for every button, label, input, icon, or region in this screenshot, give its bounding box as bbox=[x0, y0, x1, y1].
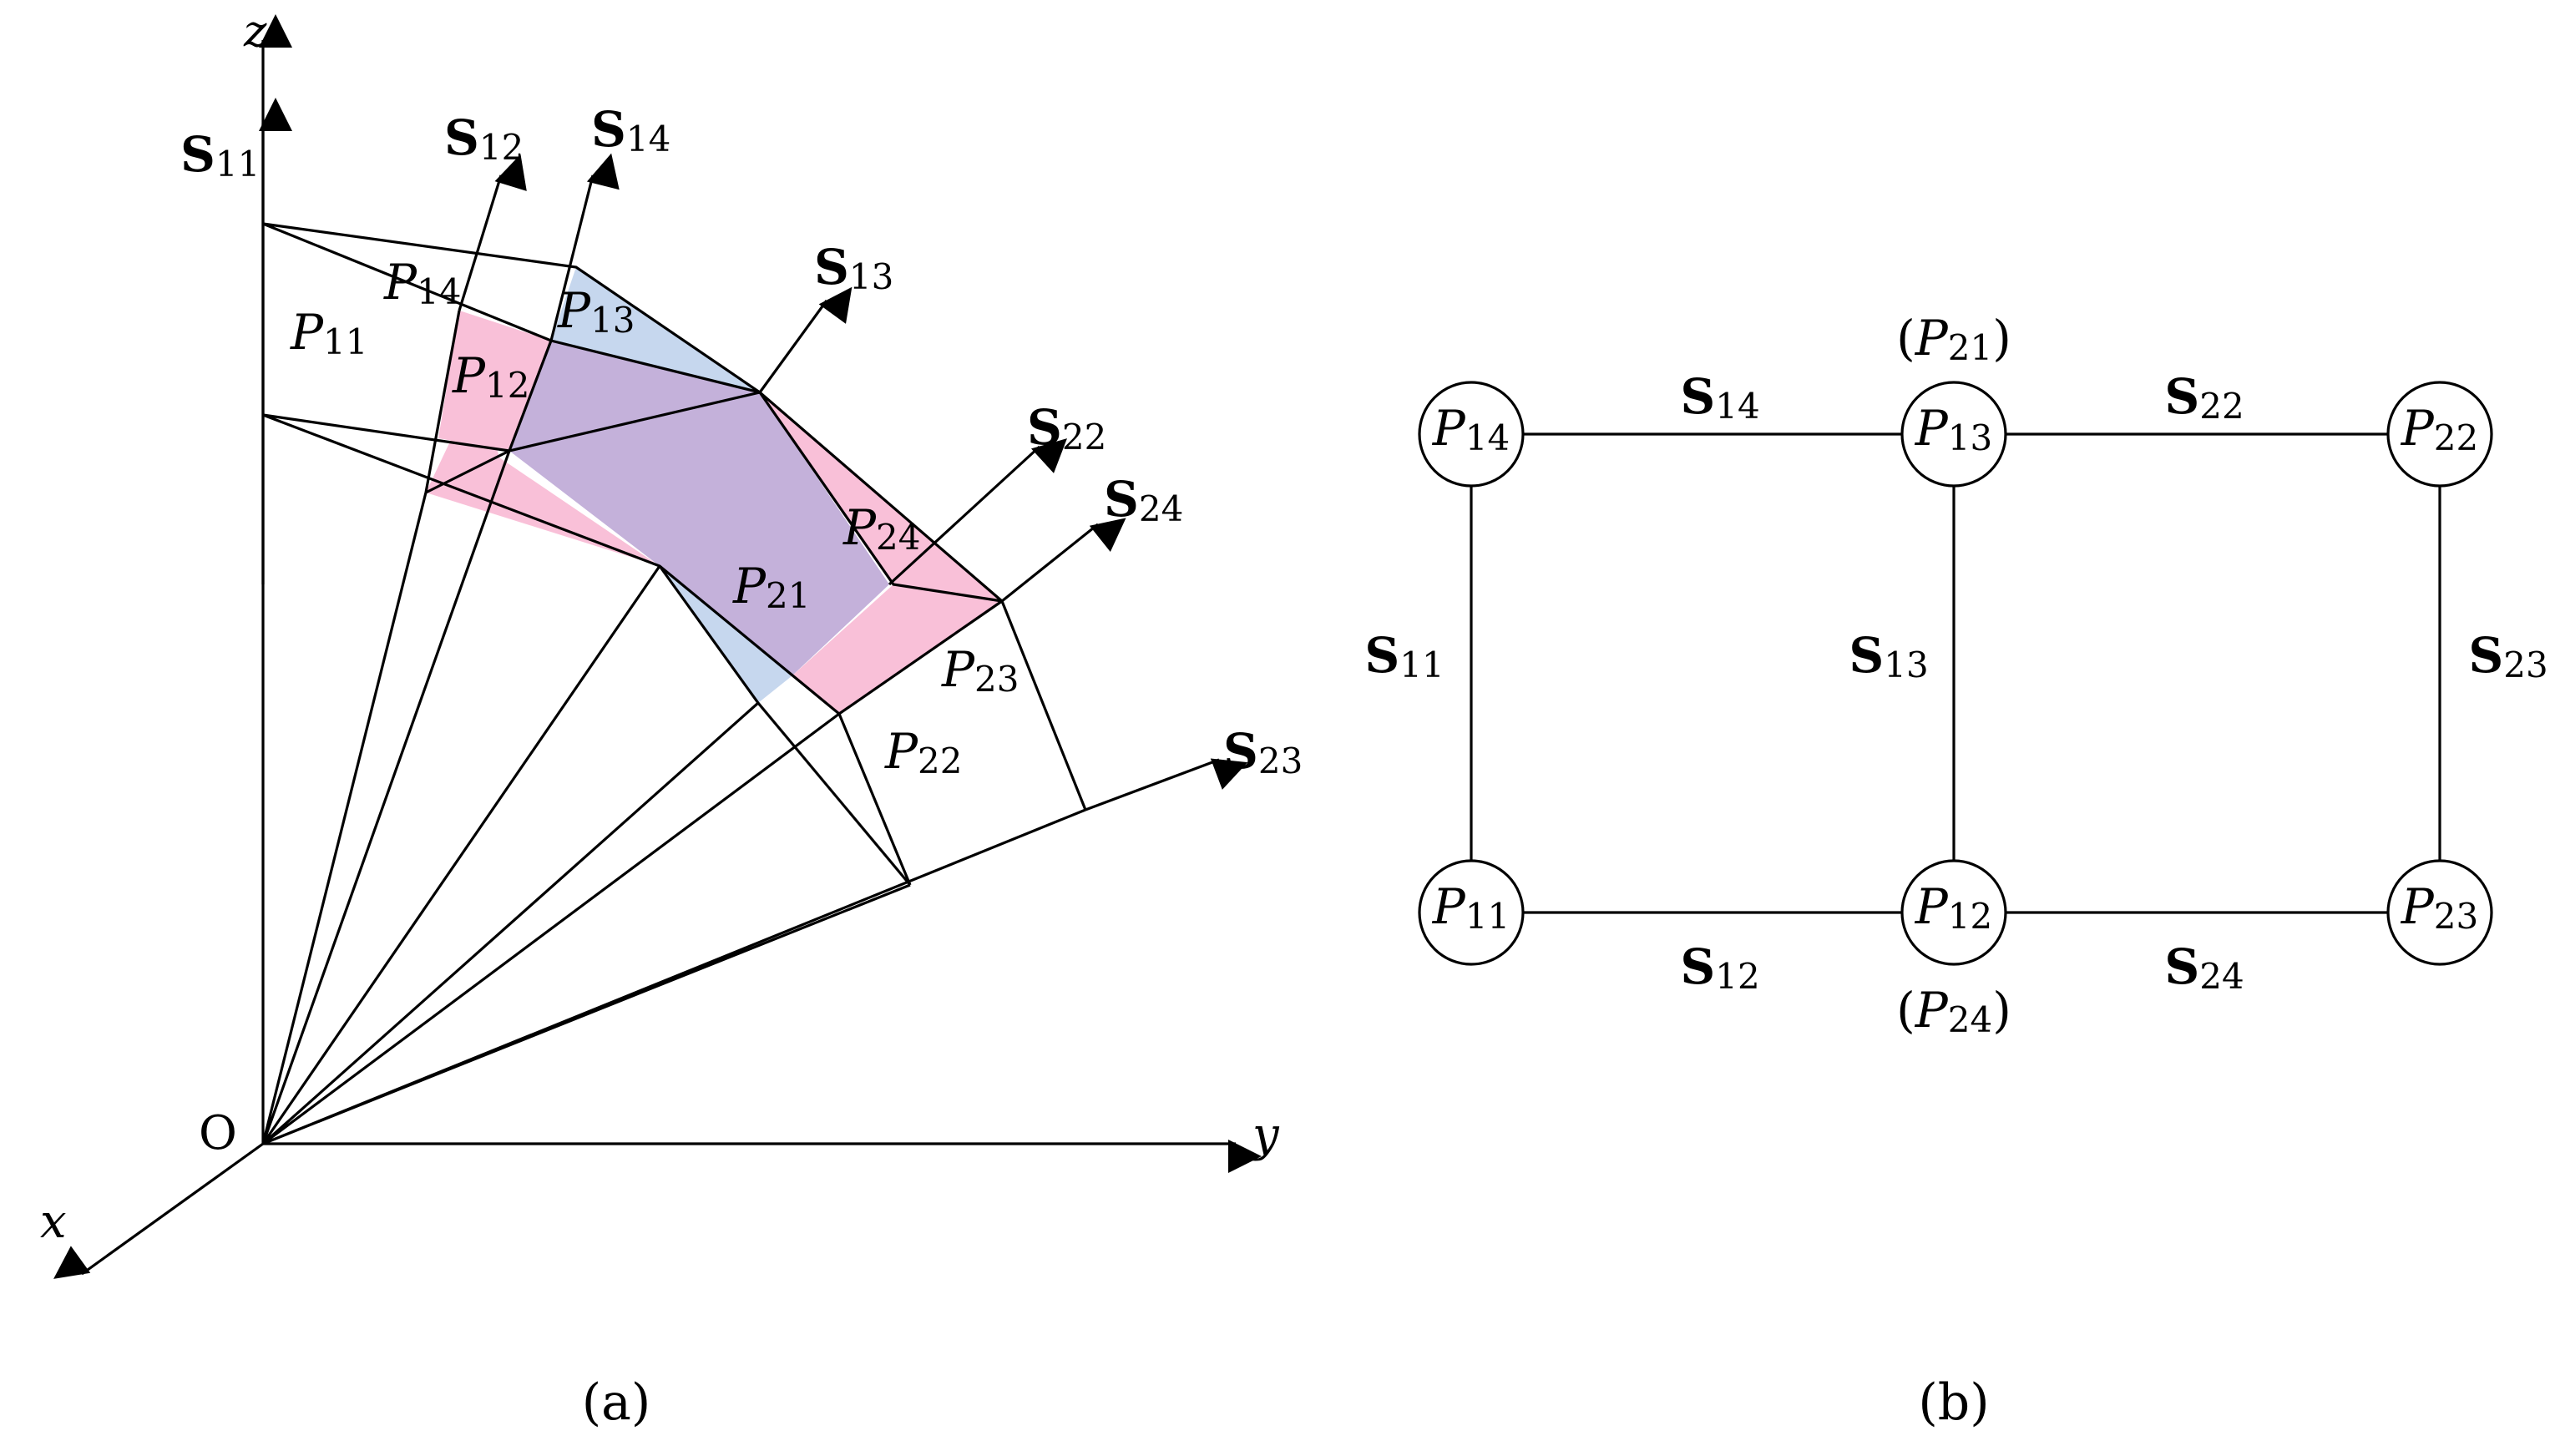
node-p22: P22 bbox=[2386, 381, 2493, 488]
svg-text:P12: P12 bbox=[1915, 878, 1992, 937]
pink-region-right bbox=[760, 392, 1002, 714]
node-p23: P23 bbox=[2386, 859, 2493, 966]
x-axis-label: x bbox=[40, 1195, 67, 1249]
edge-s12-label: S12 bbox=[1680, 938, 1759, 997]
edge-s23-label: S23 bbox=[2468, 627, 2547, 685]
origin-rays bbox=[261, 450, 1086, 1145]
panel-a-diagram: z y x O S11 S12 S14 S13 S22 S24 S23 P11 … bbox=[40, 7, 1303, 1432]
node-p12-alt-label: (P24) bbox=[1896, 982, 2011, 1040]
node-p11: P11 bbox=[1418, 859, 1525, 966]
s13-arrow bbox=[758, 286, 853, 393]
node-p14: P14 bbox=[1418, 381, 1525, 488]
caption-b: (b) bbox=[1918, 1373, 1989, 1432]
edge-s14-label: S14 bbox=[1680, 368, 1759, 427]
graph-edges bbox=[1470, 432, 2441, 914]
pink-region-left bbox=[426, 311, 660, 566]
origin-label: O bbox=[199, 1106, 237, 1160]
s12-arrow bbox=[458, 154, 527, 311]
svg-text:P14: P14 bbox=[1432, 400, 1510, 458]
edge-s22-label: S22 bbox=[2164, 368, 2244, 427]
z-axis-label: z bbox=[243, 7, 267, 57]
blue-region-top bbox=[551, 267, 760, 392]
caption-a: (a) bbox=[582, 1373, 651, 1432]
s12-label: S12 bbox=[444, 109, 524, 168]
node-p12: P12 bbox=[1900, 859, 2007, 966]
pink-region-left-upper bbox=[438, 311, 551, 451]
p23-label: P23 bbox=[941, 641, 1019, 700]
edge-s24-label: S24 bbox=[2164, 938, 2244, 997]
s22-label: S22 bbox=[1027, 399, 1106, 458]
edge-s11-label: S11 bbox=[1364, 627, 1444, 685]
svg-text:P22: P22 bbox=[2401, 400, 2478, 458]
s23-label: S23 bbox=[1223, 723, 1303, 781]
p22-label: P22 bbox=[884, 723, 962, 781]
p14-label: P14 bbox=[383, 254, 461, 312]
p13-label: P13 bbox=[557, 282, 635, 341]
p11-label: P11 bbox=[290, 304, 367, 362]
s14-label: S14 bbox=[591, 101, 670, 159]
s22-arrow bbox=[888, 438, 1067, 586]
s23-arrow bbox=[1085, 758, 1248, 811]
p21-label: P21 bbox=[732, 558, 810, 616]
svg-text:P13: P13 bbox=[1915, 400, 1992, 458]
svg-text:P23: P23 bbox=[2401, 878, 2478, 937]
p24-label: P24 bbox=[842, 499, 920, 558]
p12-label: P12 bbox=[452, 347, 529, 406]
node-p13-alt-label: (P21) bbox=[1896, 310, 2011, 368]
edge-s13-label: S13 bbox=[1849, 627, 1928, 685]
purple-region bbox=[509, 341, 889, 676]
s13-label: S13 bbox=[814, 239, 893, 297]
s11-label: S11 bbox=[180, 126, 260, 185]
s24-arrow bbox=[1001, 518, 1126, 603]
svg-text:P11: P11 bbox=[1432, 878, 1510, 937]
panel-b-graph: P14 P13 P22 P11 P12 P23 (P21) (P24) S14 … bbox=[1364, 310, 2547, 1432]
node-p13: P13 bbox=[1900, 381, 2007, 488]
y-axis-label: y bbox=[1250, 1108, 1280, 1162]
s24-label: S24 bbox=[1104, 471, 1183, 529]
s14-arrow bbox=[549, 153, 620, 341]
x-axis bbox=[53, 1142, 264, 1279]
blue-region-bottom bbox=[660, 566, 792, 703]
